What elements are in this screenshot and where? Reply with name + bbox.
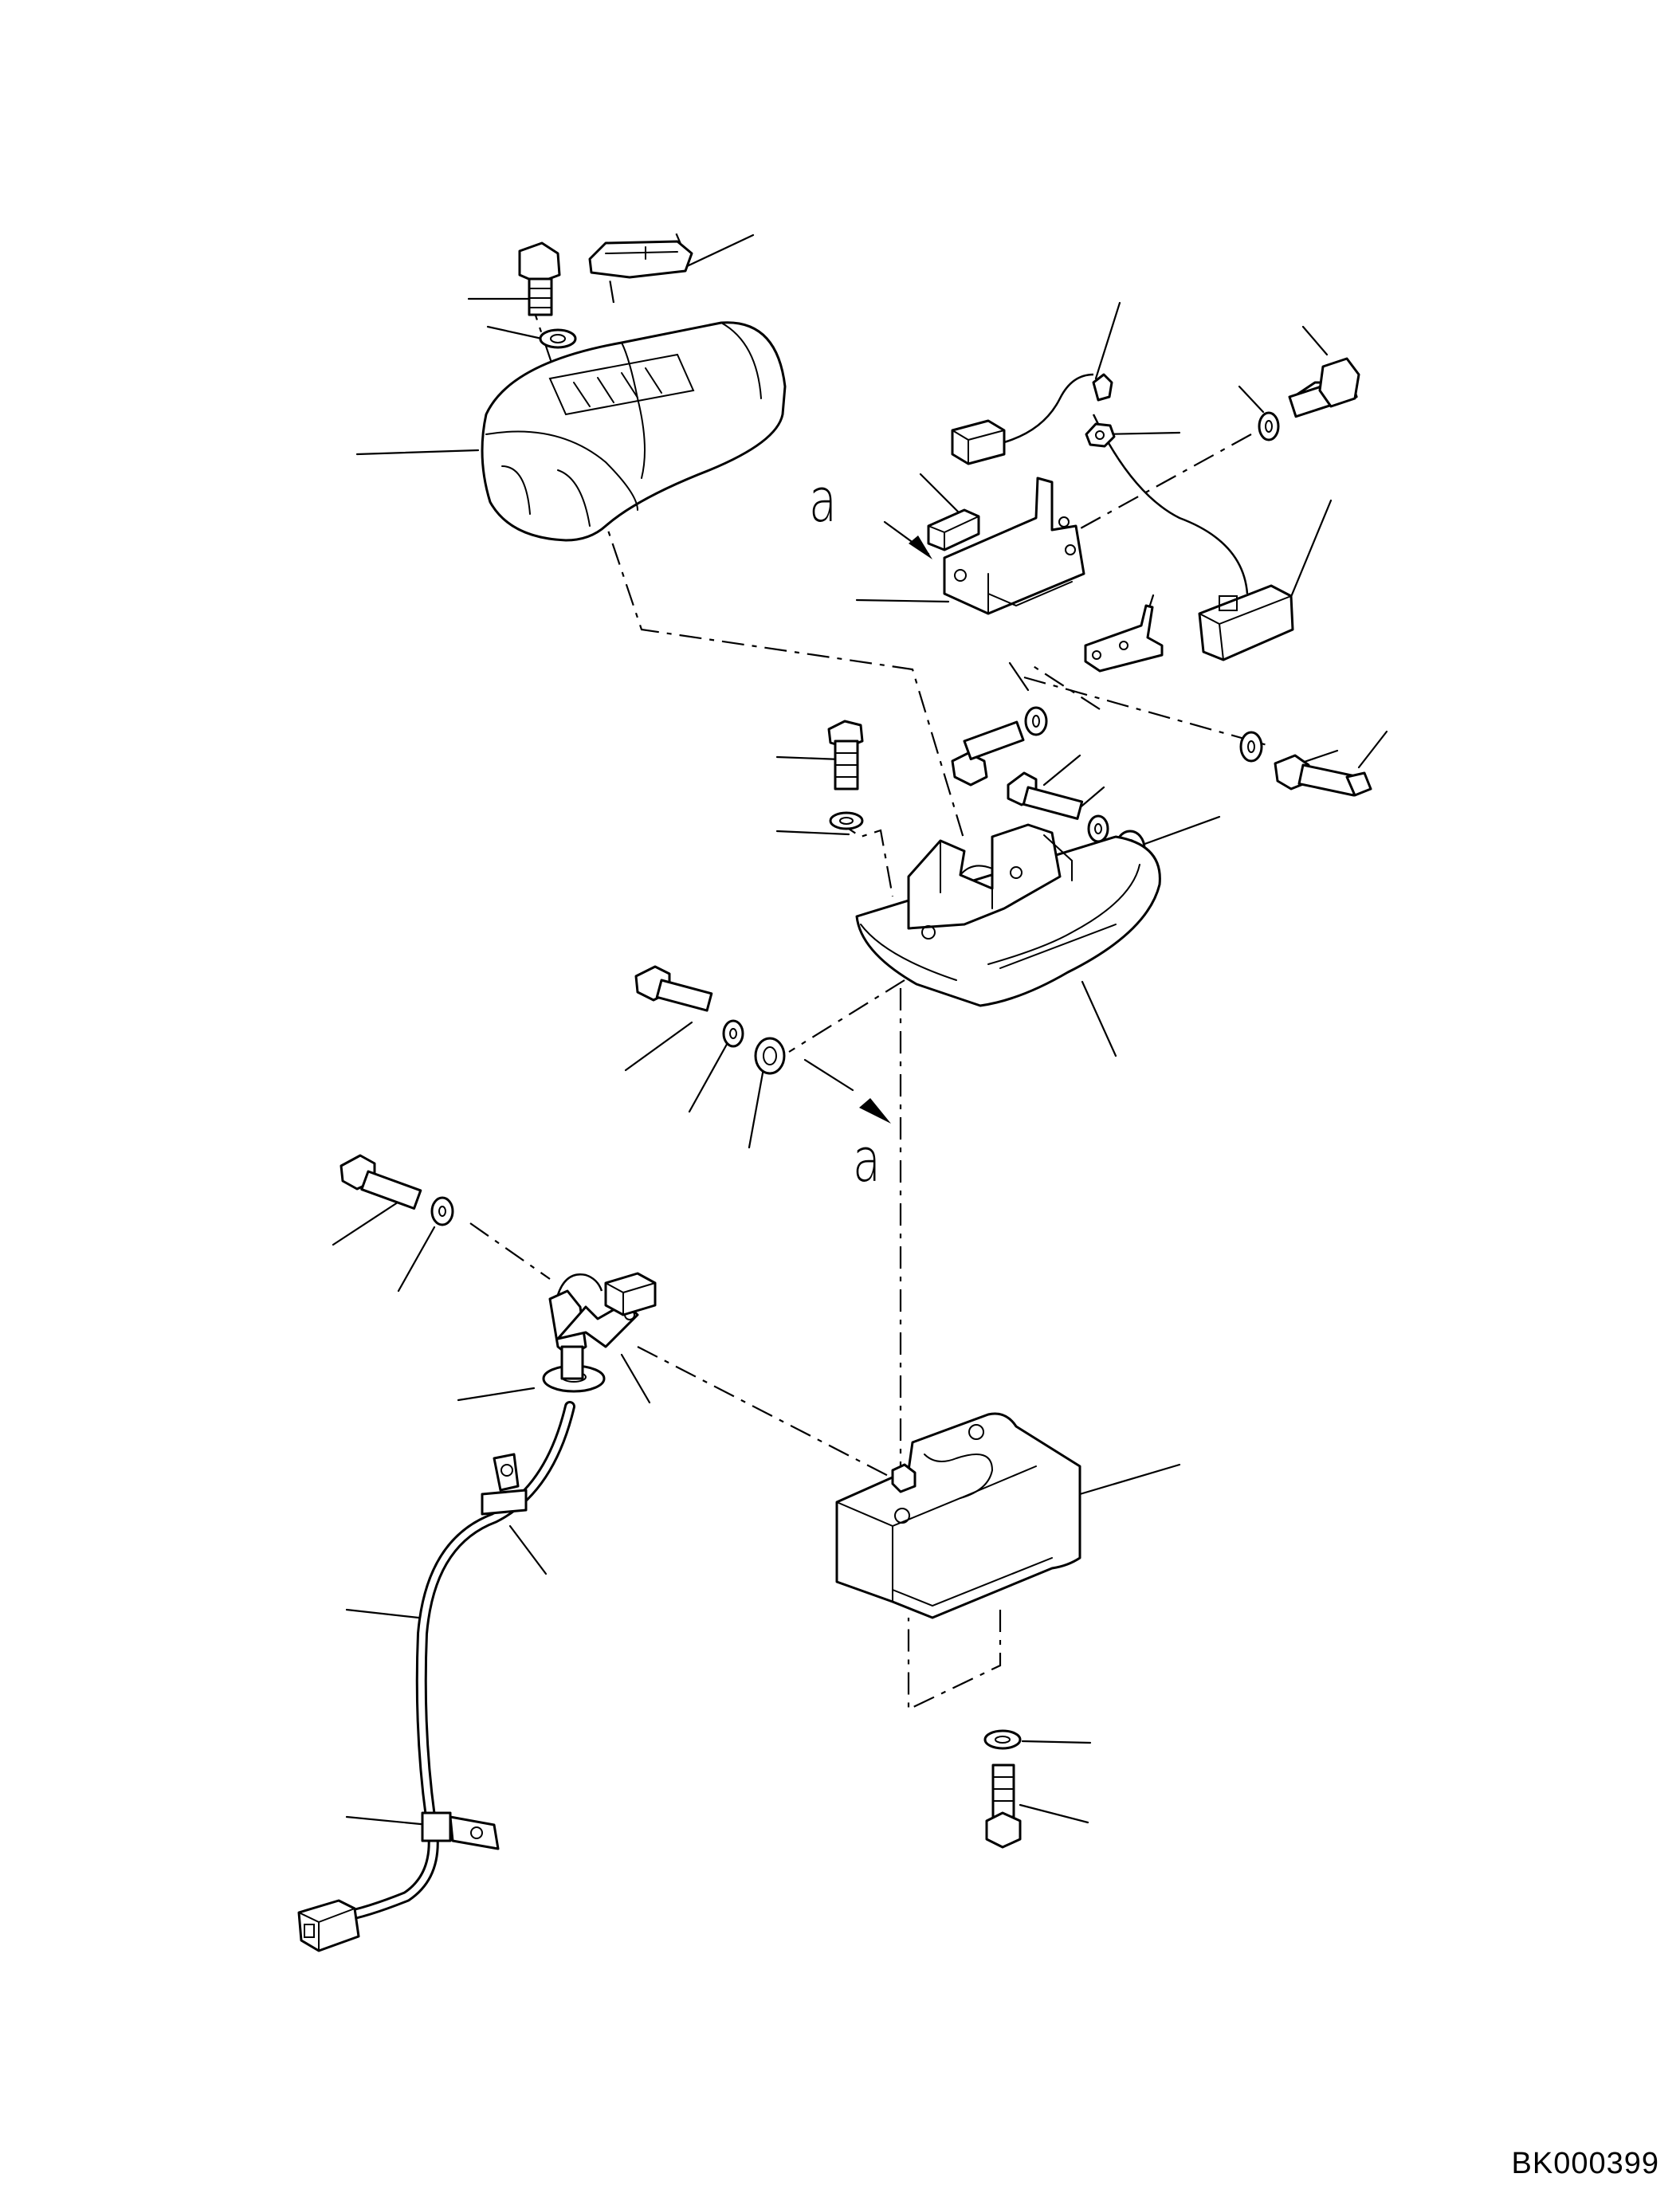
middle-washer-left	[1024, 706, 1048, 736]
harness-connector-end	[297, 1899, 360, 1952]
switch-bracket	[943, 477, 1085, 615]
washer-right-top	[1258, 411, 1280, 441]
view-arrow-bottom	[803, 1058, 891, 1124]
console-base	[855, 823, 1161, 1007]
switch-unit	[1198, 584, 1294, 661]
leader-lines	[332, 233, 1388, 1826]
left-bushing-mid	[754, 1037, 786, 1075]
vertical-washer-mid	[829, 811, 864, 830]
bottom-washer	[983, 1729, 1022, 1750]
bottom-bolt	[985, 1763, 1022, 1849]
bolt-right-top	[1288, 357, 1360, 418]
middle-washer-2	[1087, 814, 1109, 843]
lower-cover-box	[835, 1412, 1081, 1619]
wire-clip	[1085, 373, 1116, 448]
top-bolt	[518, 241, 561, 316]
connector-plug	[951, 373, 1249, 594]
bottom-left-washer	[430, 1196, 454, 1226]
bottom-left-bolt	[340, 1154, 422, 1210]
left-bolt-mid	[634, 965, 713, 1012]
switch-plate	[1084, 604, 1164, 673]
harness-clamp-upper	[481, 1453, 528, 1516]
drawing-number: BK000399	[1511, 2147, 1659, 2180]
left-washer-mid	[722, 1019, 744, 1048]
view-label-bottom: a	[853, 1124, 881, 1195]
harness-clamp-lower	[421, 1811, 500, 1850]
harness-connector-top	[604, 1272, 657, 1316]
console-cover	[481, 321, 787, 542]
right-bolt-mid	[1274, 754, 1372, 797]
vertical-bolt-mid	[827, 720, 864, 791]
cover-cap	[588, 240, 693, 279]
middle-bolt-left	[951, 720, 1025, 787]
right-washer-mid	[1239, 731, 1263, 763]
view-label-top: a	[809, 465, 837, 536]
top-washer	[539, 328, 577, 349]
middle-bolt-2	[1007, 771, 1084, 820]
spacer-block	[927, 508, 980, 551]
view-arrow-top	[883, 520, 932, 559]
